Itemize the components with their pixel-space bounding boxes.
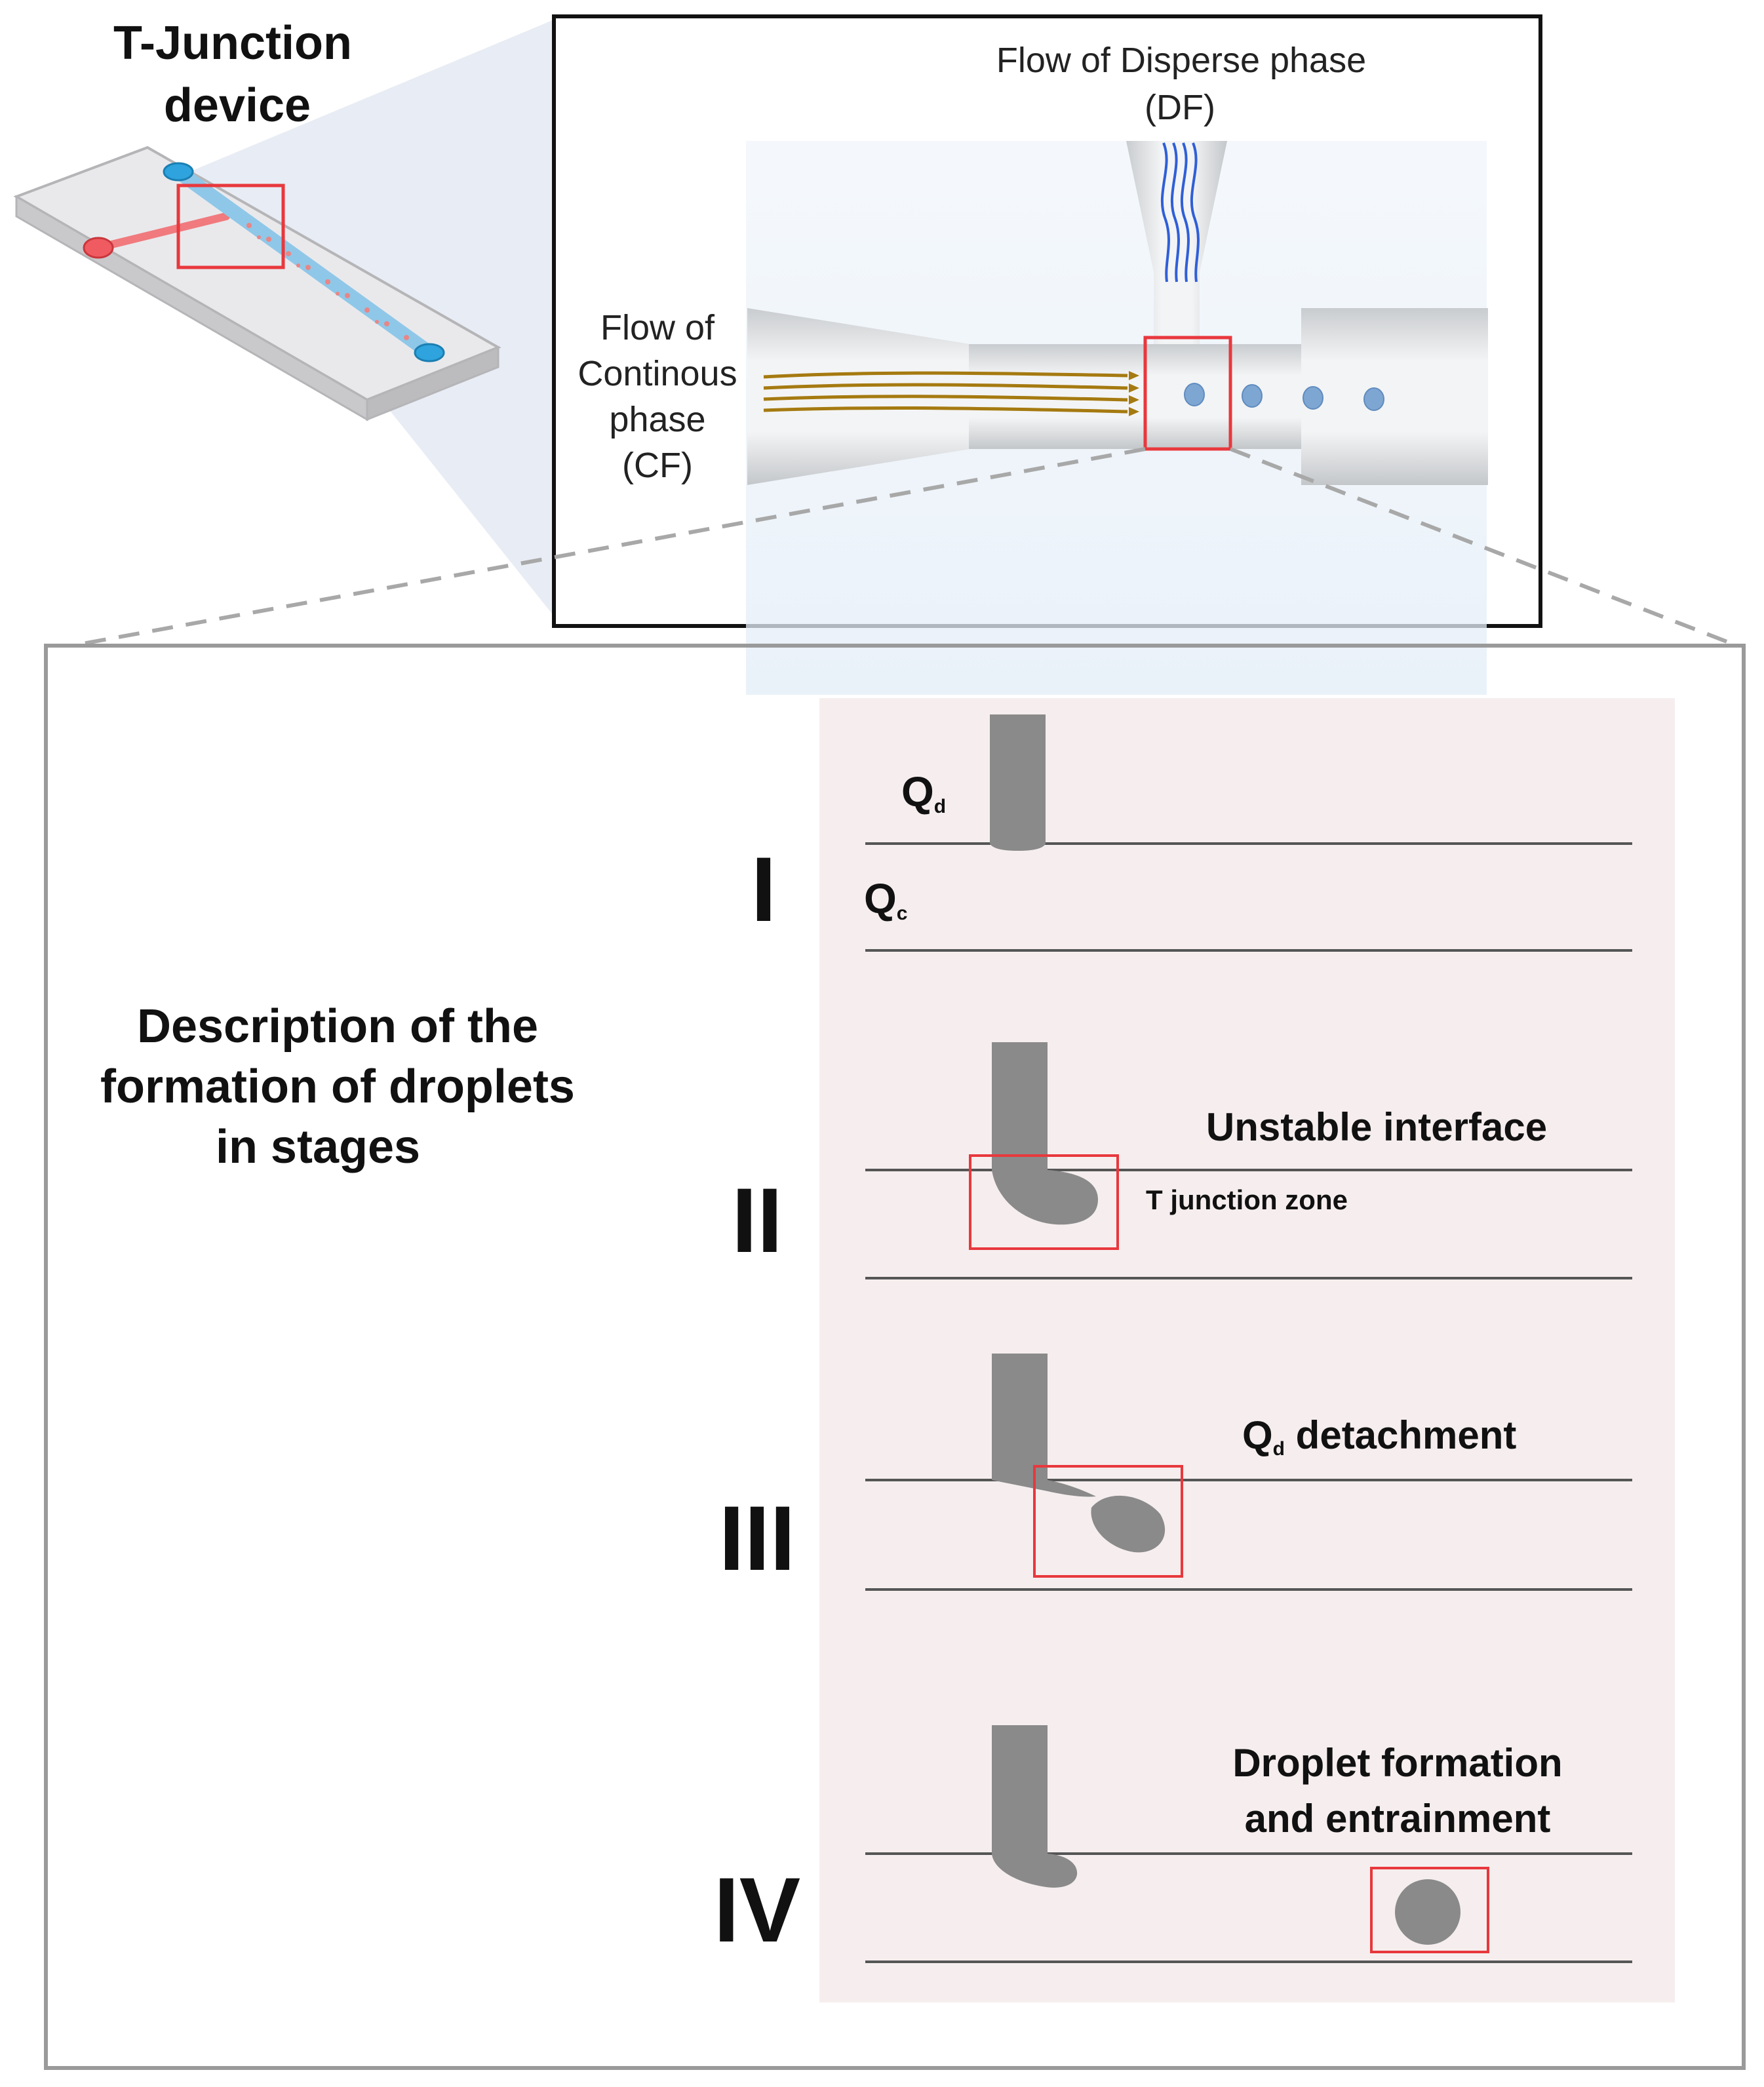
red-inlet-channel [94, 212, 230, 252]
blue-port-bottom [414, 343, 445, 362]
zoom-connector-lines [71, 447, 1738, 648]
t-junction-device [13, 146, 501, 421]
zoom-droplets [1184, 383, 1384, 411]
red-inlet-port [83, 237, 114, 259]
stage-1: I Qd Qc [751, 714, 1632, 952]
device-title-line1: T-Junction [113, 17, 352, 69]
stage-4-label-line2: and entrainment [1245, 1797, 1551, 1841]
stages-panel-frame [44, 644, 1746, 2070]
outlet-wide-channel [1301, 308, 1488, 485]
stage-4-dispersed-fluid [992, 1725, 1078, 1888]
stage-1-qd-label: Qd [901, 768, 946, 817]
continuous-label-line1: Flow of [600, 308, 715, 347]
stage-3-highlight-box [1033, 1465, 1183, 1578]
description-line2: formation of droplets [100, 1061, 575, 1113]
disperse-inlet-funnel [1126, 141, 1227, 344]
device-highlight-box [176, 184, 285, 269]
stage-1-dispersed-fluid [990, 714, 1046, 851]
chip-end-face [366, 345, 500, 421]
disperse-flow-lines [1160, 142, 1200, 283]
stage-3-numeral: III [719, 1487, 796, 1590]
stage-1-numeral: I [751, 838, 777, 941]
device-title-line2: device [164, 79, 311, 132]
disperse-label-line1: Flow of Disperse phase [996, 41, 1366, 80]
stage-3-label: Qd detachment [1242, 1413, 1516, 1460]
stage-4-numeral: IV [714, 1858, 800, 1961]
continuous-label-line2: Continous [578, 354, 737, 393]
description-line1: Description of the [137, 1000, 538, 1053]
stage-4-droplet [1395, 1879, 1460, 1945]
stage-2-label: Unstable interface [1206, 1105, 1547, 1149]
stage-2-zone-label: T junction zone [1146, 1184, 1348, 1215]
continuous-label-line4: (CF) [622, 446, 693, 485]
junction-highlight-box [1143, 336, 1232, 451]
stage-4-highlight-box [1370, 1867, 1489, 1953]
disperse-label-line2: (DF) [1145, 88, 1215, 127]
stage-2-highlight-box [969, 1154, 1119, 1250]
blue-port-top [163, 162, 194, 182]
stage-1-qc-label: Qc [864, 875, 907, 924]
channel-droplets [246, 223, 409, 340]
stage-4-label-line1: Droplet formation [1232, 1741, 1562, 1785]
description-line3: in stages [216, 1121, 420, 1173]
stage-4: IV Droplet formation and entrainment [714, 1725, 1632, 1963]
continuous-label-line3: phase [609, 400, 705, 439]
stage-3-dispersed-neck [992, 1354, 1096, 1497]
stage-3: III Qd detachment [719, 1354, 1632, 1591]
stage-2: II Unstable interface T junction zone [732, 1042, 1632, 1279]
stages-panel-background [819, 698, 1675, 2002]
stage-2-numeral: II [732, 1169, 783, 1272]
stage-3-detaching-droplet [1091, 1495, 1166, 1553]
junction-channels [747, 141, 1488, 485]
continuous-flow-arrows [763, 371, 1139, 416]
stage-2-dispersed-fluid [992, 1042, 1098, 1225]
